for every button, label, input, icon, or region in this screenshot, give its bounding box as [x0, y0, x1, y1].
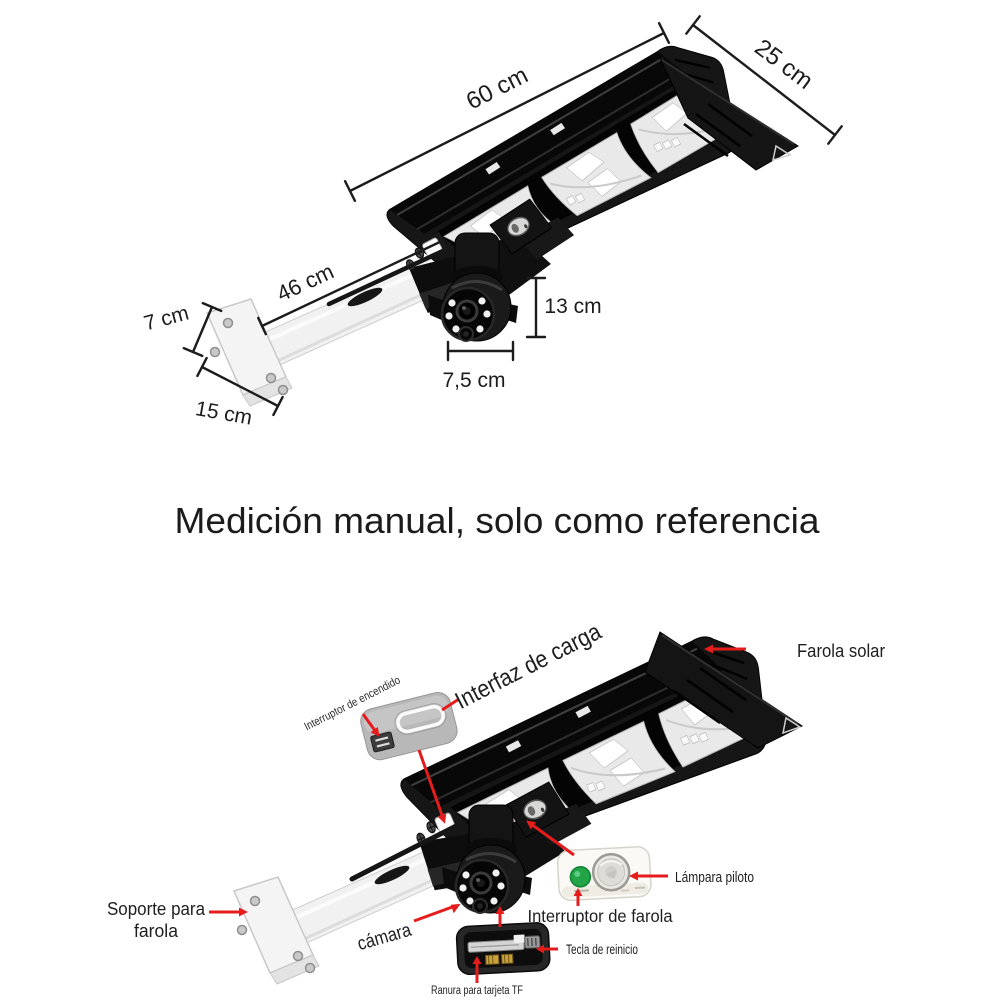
- usb-port-inset: [360, 692, 458, 761]
- antenna: [326, 246, 450, 307]
- label-reset-key: Tecla de reinicio: [566, 942, 638, 957]
- dim-line-46cm: [260, 239, 444, 328]
- label-camera: cámara: [355, 920, 414, 955]
- dim-arm-length-label: 46 cm: [273, 258, 338, 306]
- dim-line-15cm: [200, 365, 280, 408]
- screw-holes: [209, 317, 289, 396]
- streetlight-switch-button: [569, 866, 592, 888]
- lamp-end-cap-2: [644, 631, 803, 749]
- label-solar-streetlight: Farola solar: [797, 641, 885, 661]
- reference-note: Medición manual, solo como referencia: [175, 500, 821, 541]
- label-bracket-line1: Soporte para: [107, 899, 206, 919]
- dim-line-25cm: [691, 23, 837, 137]
- leader-camera: [413, 904, 456, 923]
- dim-base-width-label: 15 cm: [194, 397, 254, 430]
- dim-line-7cm: [191, 305, 214, 354]
- annotation-arrowheads: [239, 644, 713, 964]
- dim-camera-width-label: 7,5 cm: [442, 369, 505, 392]
- lamp-end-cap: [658, 56, 799, 171]
- antenna-2: [349, 819, 467, 882]
- dimension-lines: [182, 15, 843, 417]
- usb-c-port: [396, 704, 445, 734]
- dim-line-60cm: [348, 31, 666, 193]
- tf-card-slot-inset: [455, 922, 551, 976]
- leader-charging-interface: [441, 697, 460, 712]
- dim-camera-height-label: 13 cm: [544, 295, 601, 318]
- dimension-view: 60 cm 25 cm 46 cm 7 cm 15 cm 13 cm 7,5 c…: [141, 15, 843, 430]
- mounting-bracket: [205, 251, 469, 407]
- label-tf-card-slot: Ranura para tarjeta TF: [431, 985, 523, 997]
- parts-view: Interruptor de encendido Interfaz de car…: [107, 618, 885, 997]
- label-streetlight-switch: Interruptor de farola: [528, 906, 673, 926]
- power-switch: [370, 731, 395, 753]
- label-pilot-lamp: Lámpara piloto: [675, 870, 754, 886]
- label-bracket-line2: farola: [134, 921, 179, 941]
- leader-power-switch: [361, 713, 378, 733]
- dim-panel-length-label: 60 cm: [462, 62, 532, 116]
- dim-base-height-label: 7 cm: [141, 301, 191, 335]
- leader-port-location: [417, 749, 445, 819]
- annotation-lines: [209, 647, 746, 983]
- leader-pilot-location: [530, 822, 575, 857]
- dim-panel-width-label: 25 cm: [749, 34, 817, 95]
- pilot-lamp-inset: [556, 846, 652, 902]
